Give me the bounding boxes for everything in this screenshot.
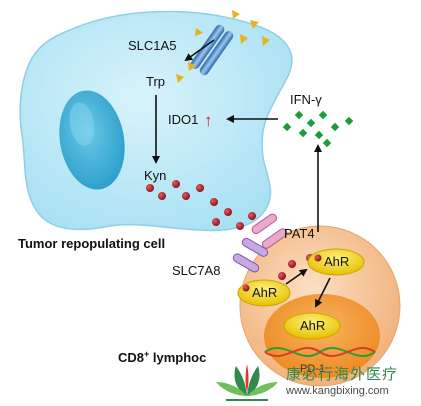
watermark: 康必行海外医疗 www.kangbixing.com [212,356,421,406]
pat4-label: PAT4 [284,226,315,241]
watermark-chinese-text: 康必行海外医疗 [286,365,399,383]
trp-label: Trp [146,74,165,89]
ahr-translocation-arrow [315,277,331,308]
ifn-gamma-label: IFN-γ [290,92,322,107]
pat4-transporter [251,213,288,249]
ahr-nucleus-oval [283,312,341,340]
watermark-url-text: www.kangbixing.com [286,385,389,397]
tumor-nucleus-highlight [69,102,95,146]
ido1-label: IDO1 [168,112,198,127]
ido1-up-arrow: ↑ [204,111,213,130]
ahr-nucleus-label: AhR [300,318,325,333]
trp-triangles [176,10,270,83]
slc1a5-transporter [190,24,234,76]
nucleus-gene-label: PD-1 [300,363,325,375]
ifn-gamma-dots [282,110,354,148]
ahr-left-label: AhR [252,285,277,300]
ahr-left-oval [237,279,291,307]
lotus-logo-icon [216,364,278,401]
slc7a8-transporter [232,237,269,273]
ahr-top-oval [307,248,365,276]
kyn-label: Kyn [144,168,166,183]
kyn-in-ahr-top [314,254,322,262]
cd8-lymphocyte-label: CD8+ lymphoc [118,349,206,365]
slc7a8-label: SLC7A8 [172,263,220,278]
ahr-top-label: AhR [324,254,349,269]
kyn-in-ahr-left [242,284,250,292]
tumor-cell-label: Tumor repopulating cell [18,236,165,251]
ahr-activation-arrow [285,268,308,285]
tumor-nucleus [59,90,125,190]
slc1a5-label: SLC1A5 [128,38,176,53]
dna-strand-2 [264,346,376,358]
slc1a5-import-arrow [184,39,215,62]
